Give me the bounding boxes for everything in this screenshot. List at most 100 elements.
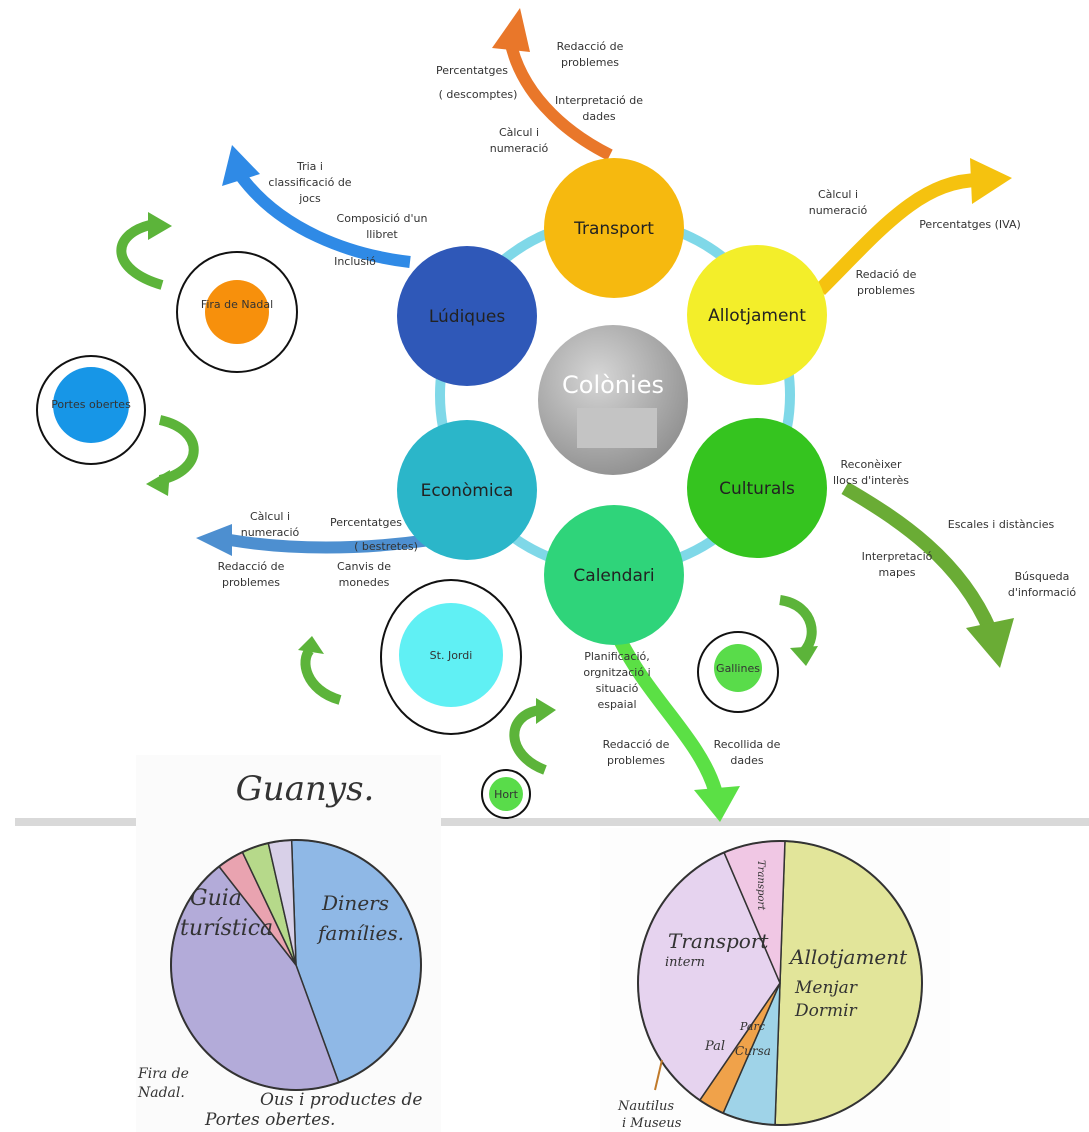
right-pie-chart bbox=[637, 840, 923, 1126]
jordi-event bbox=[399, 603, 503, 707]
pie-label: turística bbox=[180, 916, 273, 941]
ludiques-node bbox=[397, 246, 537, 386]
portes-event-label: Portes obertes bbox=[51, 398, 131, 411]
portes-event bbox=[53, 367, 129, 443]
transport-label: Transport bbox=[573, 219, 654, 239]
pie-label: i Museus bbox=[622, 1116, 682, 1131]
note-text: Redacció de bbox=[557, 40, 624, 53]
pointer-line bbox=[654, 1059, 663, 1091]
curved-arrow-icon bbox=[116, 220, 817, 775]
calendari-arrow bbox=[613, 636, 740, 822]
pie-label: Pal bbox=[704, 1039, 725, 1054]
note-text: Escales i distàncies bbox=[948, 518, 1055, 531]
note-text: espaial bbox=[597, 698, 636, 711]
note-text: Interpretació de bbox=[555, 94, 643, 107]
gallines-event bbox=[714, 644, 762, 692]
note-text: dades bbox=[730, 754, 763, 767]
note-text: mapes bbox=[879, 566, 916, 579]
left-pie-chart bbox=[170, 839, 422, 1091]
pie-label: Cursa bbox=[735, 1044, 771, 1058]
note-text: problemes bbox=[607, 754, 665, 767]
note-text: problemes bbox=[561, 56, 619, 69]
economica-node bbox=[397, 420, 537, 560]
pie-label: Fira de bbox=[137, 1066, 189, 1082]
pie-label: Ous i productes de bbox=[260, 1090, 422, 1110]
allotjament-label: Allotjament bbox=[708, 306, 806, 326]
calendari-label: Calendari bbox=[573, 566, 654, 586]
culturals-arrow bbox=[841, 481, 1014, 668]
fira-event-label: Fira de Nadal bbox=[201, 298, 273, 311]
pie-label: Nautilus bbox=[617, 1099, 674, 1114]
economica-label: Econòmica bbox=[421, 481, 514, 501]
note-text: numeració bbox=[490, 142, 549, 155]
note-text: Interpretació bbox=[862, 550, 933, 563]
calendari-node bbox=[544, 505, 684, 645]
pie-label: Dormir bbox=[794, 1001, 858, 1021]
pie-outline bbox=[170, 839, 422, 1091]
pie-label: Transport bbox=[668, 929, 769, 953]
note-text: Búsqueda bbox=[1015, 570, 1070, 583]
note-text: problemes bbox=[222, 576, 280, 589]
pie-label: Allotjament bbox=[788, 945, 908, 969]
center-label: Colònies bbox=[562, 371, 664, 399]
pie-label: Diners bbox=[321, 891, 389, 915]
ludiques-label: Lúdiques bbox=[429, 307, 505, 327]
pie-label: Transport bbox=[755, 860, 766, 911]
fira-event bbox=[205, 280, 269, 344]
ludiques-arrow bbox=[222, 145, 411, 268]
note-text: Percentatges (IVA) bbox=[919, 218, 1021, 231]
note-text: numeració bbox=[809, 204, 868, 217]
note-text: Redacció de bbox=[603, 738, 670, 751]
note-text: Percentatges bbox=[436, 64, 508, 77]
culturals-label: Culturals bbox=[719, 479, 795, 499]
transport-node bbox=[544, 158, 684, 298]
note-text: Càlcul i bbox=[250, 510, 290, 523]
jordi-event-label: St. Jordi bbox=[430, 649, 473, 662]
allotjament-arrow bbox=[815, 158, 1012, 295]
note-text: ( descomptes) bbox=[439, 88, 518, 101]
note-text: problemes bbox=[857, 284, 915, 297]
note-text: d'informació bbox=[1008, 586, 1077, 599]
economica-arrow bbox=[196, 524, 431, 556]
pie-label: Nadal. bbox=[137, 1085, 185, 1101]
pie-outline bbox=[637, 840, 923, 1126]
note-text: ( bestretes) bbox=[354, 540, 418, 553]
note-text: Redacció de bbox=[218, 560, 285, 573]
note-text: Percentatges bbox=[330, 516, 402, 529]
note-text: Recollida de bbox=[714, 738, 781, 751]
hort-event bbox=[489, 777, 523, 811]
note-text: jocs bbox=[298, 192, 321, 205]
note-text: llibret bbox=[366, 228, 398, 241]
left-chart-title: Guanys. bbox=[236, 769, 375, 809]
note-text: Redació de bbox=[856, 268, 917, 281]
note-text: Canvis de bbox=[337, 560, 391, 573]
pie-label: Menjar bbox=[794, 978, 858, 998]
note-text: numeració bbox=[241, 526, 300, 539]
allotjament-node bbox=[687, 245, 827, 385]
center-node bbox=[538, 325, 688, 475]
note-text: Càlcul i bbox=[818, 188, 858, 201]
pie-label: Parc bbox=[739, 1020, 765, 1033]
pie-label: intern bbox=[665, 955, 705, 970]
note-text: Inclusió bbox=[334, 255, 376, 268]
note-text: Tria i bbox=[296, 160, 323, 173]
note-text: dades bbox=[582, 110, 615, 123]
curved-arrowhead-icon bbox=[146, 212, 818, 724]
note-text: llocs d'interès bbox=[833, 474, 909, 487]
gallines-event-label: Gallines bbox=[716, 662, 760, 675]
note-text: Planificació, bbox=[584, 650, 650, 663]
pie-label: Portes obertes. bbox=[204, 1110, 335, 1130]
transport-arrow bbox=[492, 8, 613, 161]
note-text: Composició d'un bbox=[337, 212, 428, 225]
note-text: orgnització i bbox=[583, 666, 650, 679]
pie-label: famílies. bbox=[316, 921, 404, 945]
note-text: Càlcul i bbox=[499, 126, 539, 139]
pie-label: Guia bbox=[190, 886, 242, 911]
redaction-box bbox=[577, 408, 657, 448]
note-text: classificació de bbox=[268, 176, 351, 189]
hort-event-label: Hort bbox=[494, 788, 519, 801]
note-text: situació bbox=[596, 682, 639, 695]
culturals-node bbox=[687, 418, 827, 558]
note-text: monedes bbox=[339, 576, 390, 589]
